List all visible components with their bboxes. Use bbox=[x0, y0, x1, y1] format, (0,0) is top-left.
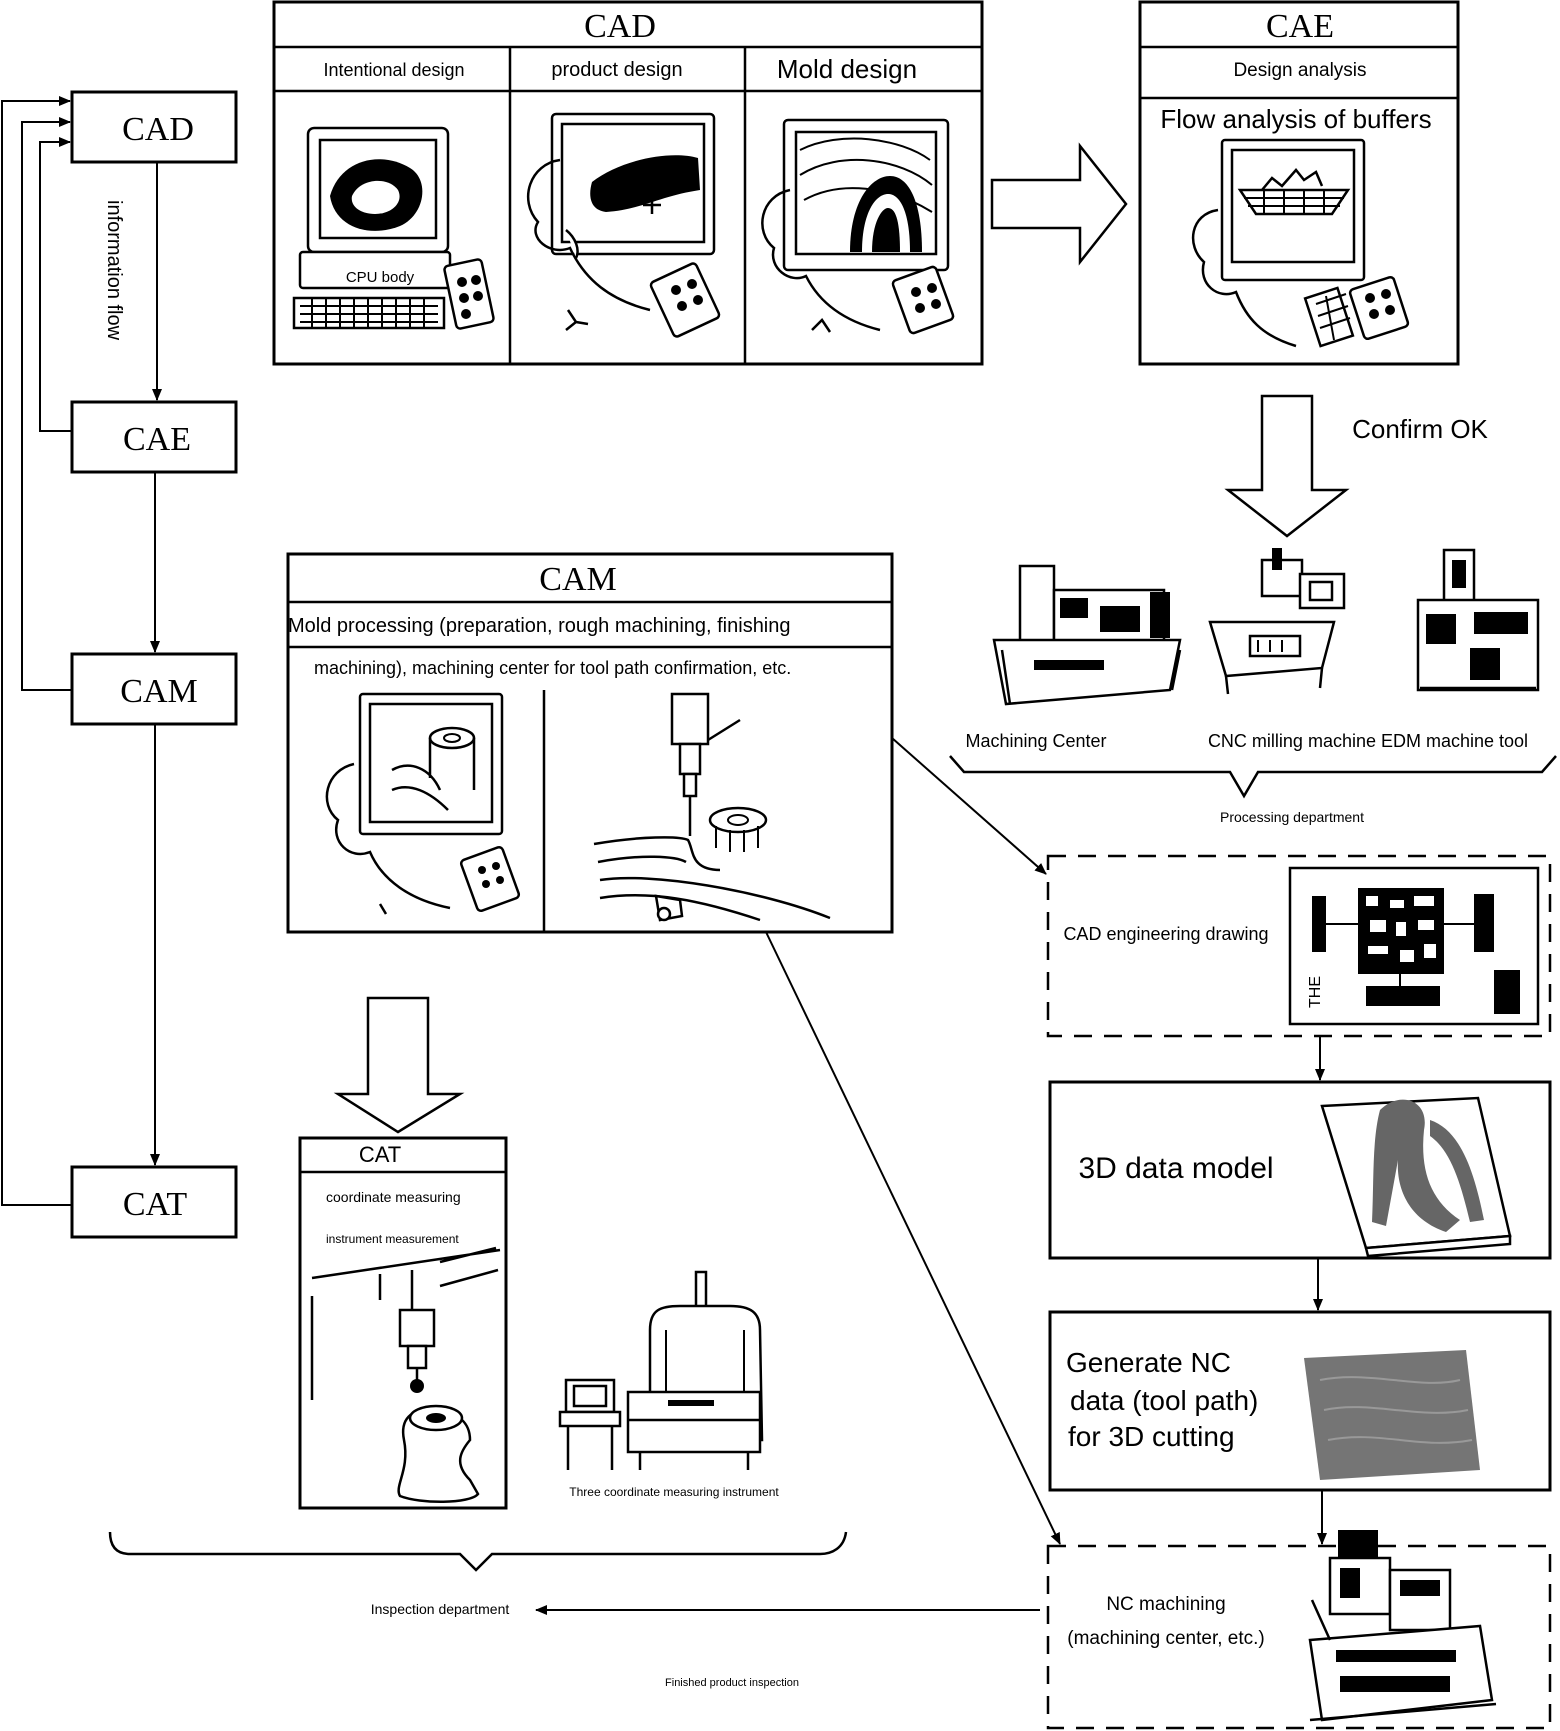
feedback-cae-to-cad bbox=[39, 137, 72, 432]
nc-data-panel: Generate NC data (tool path) for 3D cutt… bbox=[1048, 1310, 1552, 1492]
cat-line1: coordinate measuring bbox=[326, 1189, 461, 1205]
probe-illustration bbox=[310, 1246, 501, 1503]
flow-box-cae[interactable] bbox=[70, 400, 238, 474]
cnc-milling-machine-illustration bbox=[1208, 548, 1346, 695]
finished-inspection-label: Finished product inspection bbox=[665, 1677, 799, 1689]
nc-machining-line2: (machining center, etc.) bbox=[1067, 1628, 1264, 1649]
feedback-cam-to-cad bbox=[21, 117, 72, 691]
flow-label-cad: CAD bbox=[122, 111, 194, 148]
analyst-illustration bbox=[1191, 138, 1410, 348]
cmm-label: Three coordinate measuring instrument bbox=[569, 1485, 779, 1499]
product-designer-illustration bbox=[527, 112, 721, 338]
cad-col-mold-design: Mold design bbox=[777, 54, 917, 84]
cpu-body-label: CPU body bbox=[346, 269, 415, 286]
flow-box-cat[interactable] bbox=[70, 1165, 238, 1239]
nc-data-line3: for 3D cutting bbox=[1068, 1421, 1235, 1452]
nc-machining-frame bbox=[1046, 1544, 1552, 1730]
confirm-ok-label: Confirm OK bbox=[1352, 414, 1488, 444]
cad-panel: CAD Intentional design product design Mo… bbox=[272, 0, 984, 366]
cae-flow-analysis: Flow analysis of buffers bbox=[1160, 104, 1431, 134]
arrow-cam-to-cat-panel bbox=[333, 996, 465, 1134]
cmm-illustration bbox=[558, 1270, 764, 1470]
machining-center-label: Machining Center bbox=[965, 731, 1106, 751]
cam-description-line2: machining), machining center for tool pa… bbox=[314, 658, 791, 678]
model-3d-label: 3D data model bbox=[1078, 1152, 1273, 1185]
cat-line2: instrument measurement bbox=[326, 1232, 459, 1246]
inspection-department-label: Inspection department bbox=[371, 1601, 510, 1617]
cad-panel-title: CAD bbox=[584, 8, 656, 45]
arrow-cad-to-cae-panel bbox=[990, 142, 1128, 266]
machining-center-illustration bbox=[992, 564, 1182, 706]
cae-panel: CAE Design analysis Flow analysis of buf… bbox=[1138, 0, 1460, 366]
flow-label-cam: CAM bbox=[120, 673, 197, 710]
feedback-cat-to-cad bbox=[1, 96, 72, 1206]
cad-drawing-label: CAD engineering drawing bbox=[1063, 924, 1268, 944]
flow-box-cad[interactable] bbox=[70, 90, 238, 164]
cam-panel-title: CAM bbox=[539, 561, 616, 598]
cad-drawing-panel: CAD engineering drawing THE bbox=[1046, 854, 1552, 1038]
engineering-drawing-illustration bbox=[1312, 888, 1520, 1014]
flow-label-cae: CAE bbox=[123, 421, 191, 458]
cnc-edm-label: CNC milling machine EDM machine tool bbox=[1208, 731, 1528, 751]
information-flow-label: information flow bbox=[103, 200, 125, 341]
cad-drawing-frame bbox=[1046, 854, 1552, 1038]
cam-panel: CAM Mold processing (preparation, rough … bbox=[286, 552, 894, 934]
model-3d-panel: 3D data model bbox=[1048, 1080, 1552, 1260]
nc-machining-panel: NC machining (machining center, etc.) bbox=[1046, 1530, 1552, 1730]
arrow-cae-to-machines bbox=[1224, 394, 1350, 538]
nc-data-line1: Generate NC bbox=[1066, 1347, 1231, 1378]
flow-label-cat: CAT bbox=[123, 1186, 187, 1223]
processing-brace bbox=[949, 755, 1557, 799]
machines-group: Machining Center CNC milling machine EDM… bbox=[949, 548, 1557, 825]
mold-designer-illustration bbox=[761, 118, 955, 335]
nc-data-line2: data (tool path) bbox=[1070, 1385, 1258, 1416]
arrow-cam-to-nc-machining bbox=[765, 931, 1061, 1545]
processing-department-label: Processing department bbox=[1220, 809, 1364, 825]
cae-design-analysis: Design analysis bbox=[1233, 60, 1366, 81]
cat-panel-title: CAT bbox=[359, 1142, 401, 1167]
cam-operator-illustration bbox=[325, 692, 521, 915]
arrow-cam-to-drawing bbox=[891, 737, 1047, 875]
tool-path-illustration bbox=[593, 692, 831, 922]
drawing-mark: THE bbox=[1307, 976, 1324, 1008]
flow-column: CAD CAE CAM CAT information flow bbox=[1, 90, 238, 1239]
workstation-illustration: CPU body bbox=[292, 126, 495, 330]
cae-panel-title: CAE bbox=[1266, 8, 1334, 45]
edm-machine-illustration bbox=[1416, 548, 1540, 692]
cat-panel: CAT coordinate measuring instrument meas… bbox=[298, 1136, 508, 1510]
cad-col-product-design: product design bbox=[551, 59, 682, 81]
nc-machining-line1: NC machining bbox=[1106, 1594, 1225, 1615]
cam-description-line1: Mold processing (preparation, rough mach… bbox=[288, 615, 791, 637]
inspection-brace bbox=[108, 1531, 848, 1572]
cad-col-intentional-design: Intentional design bbox=[323, 60, 464, 80]
nc-machine-illustration bbox=[1308, 1530, 1497, 1722]
